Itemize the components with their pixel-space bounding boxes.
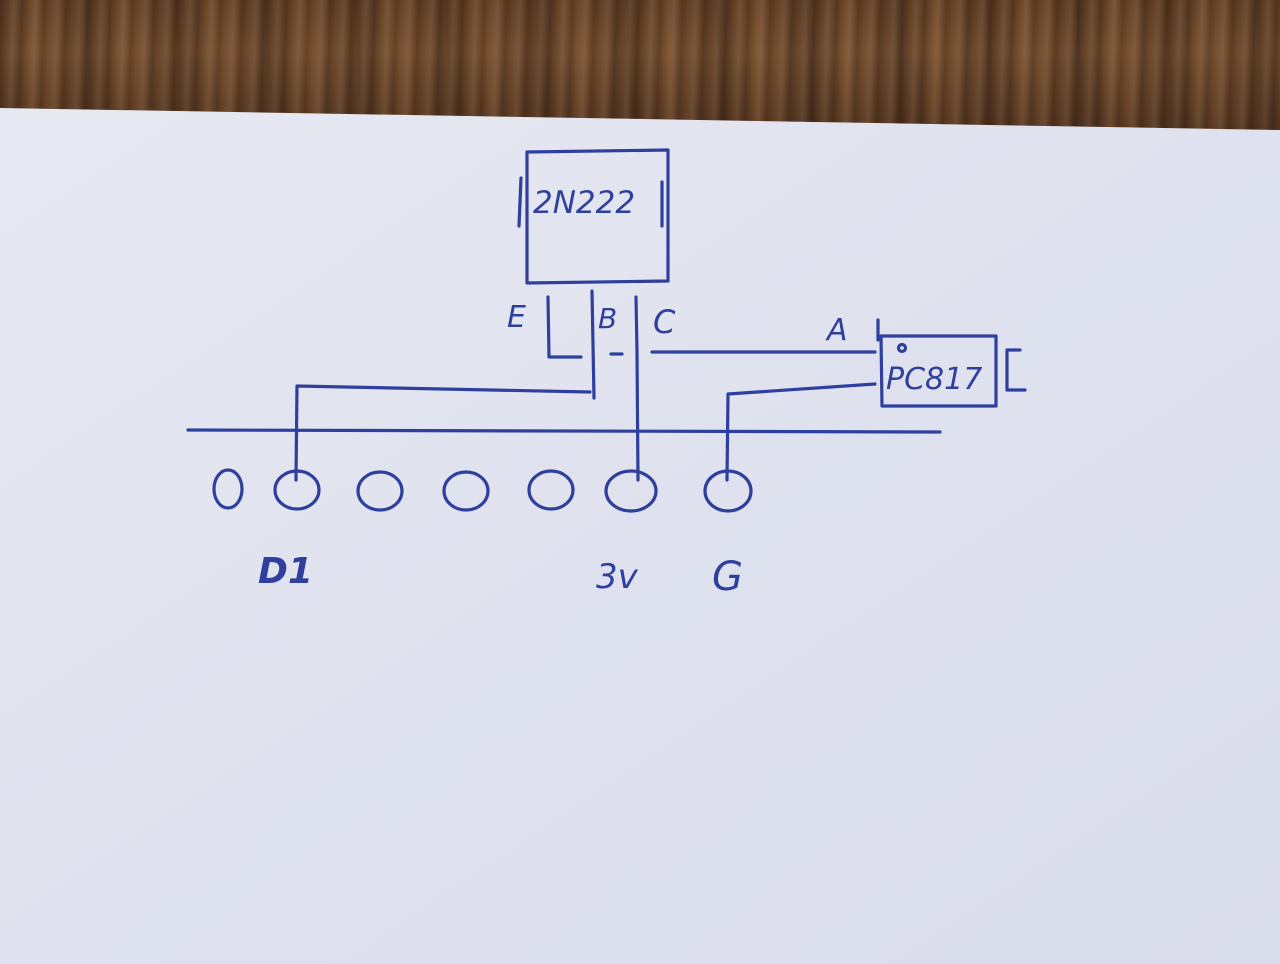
header-pin-7-gnd xyxy=(703,469,753,513)
pin-separator-right xyxy=(634,295,639,354)
pin-separator-left xyxy=(546,295,583,359)
anode-label: A xyxy=(825,313,848,348)
pin-label-3v: 3v xyxy=(596,557,639,597)
pin-separator-mid xyxy=(590,289,596,400)
transistor-label-bracket-left xyxy=(517,176,523,228)
header-pin-5 xyxy=(527,469,575,511)
optocoupler-pin1-dot xyxy=(896,342,908,354)
header-pin-1 xyxy=(212,468,244,510)
header-pin-4 xyxy=(442,470,490,512)
pin-label-emitter: E xyxy=(507,300,526,335)
transistor-2n222: 2N222 xyxy=(517,148,670,285)
header-pin-6-3v xyxy=(604,469,658,513)
pin-label-collector: C xyxy=(653,303,676,341)
wood-table-background xyxy=(0,0,1280,130)
optocoupler-right-pins xyxy=(1005,348,1027,392)
optocoupler-pc817: PC817 xyxy=(876,318,1027,408)
paper-surface xyxy=(0,108,1280,964)
optocoupler-body xyxy=(879,334,998,408)
transistor-body xyxy=(525,148,670,285)
header-pin-2-d1 xyxy=(273,469,321,511)
header-pin-row xyxy=(212,468,753,513)
pin-label-gnd: G xyxy=(712,554,743,600)
header-pin-3 xyxy=(356,470,404,512)
wire-collector-to-3v xyxy=(635,350,640,482)
pin-label-base: B xyxy=(598,302,617,335)
wire-base-to-d1 xyxy=(294,384,592,482)
wire-optocoupler-to-gnd xyxy=(725,382,877,482)
pin-label-d1: D1 xyxy=(258,551,313,592)
header-baseline xyxy=(186,428,942,434)
transistor-label: 2N222 xyxy=(533,185,635,221)
optocoupler-label: PC817 xyxy=(886,362,982,397)
